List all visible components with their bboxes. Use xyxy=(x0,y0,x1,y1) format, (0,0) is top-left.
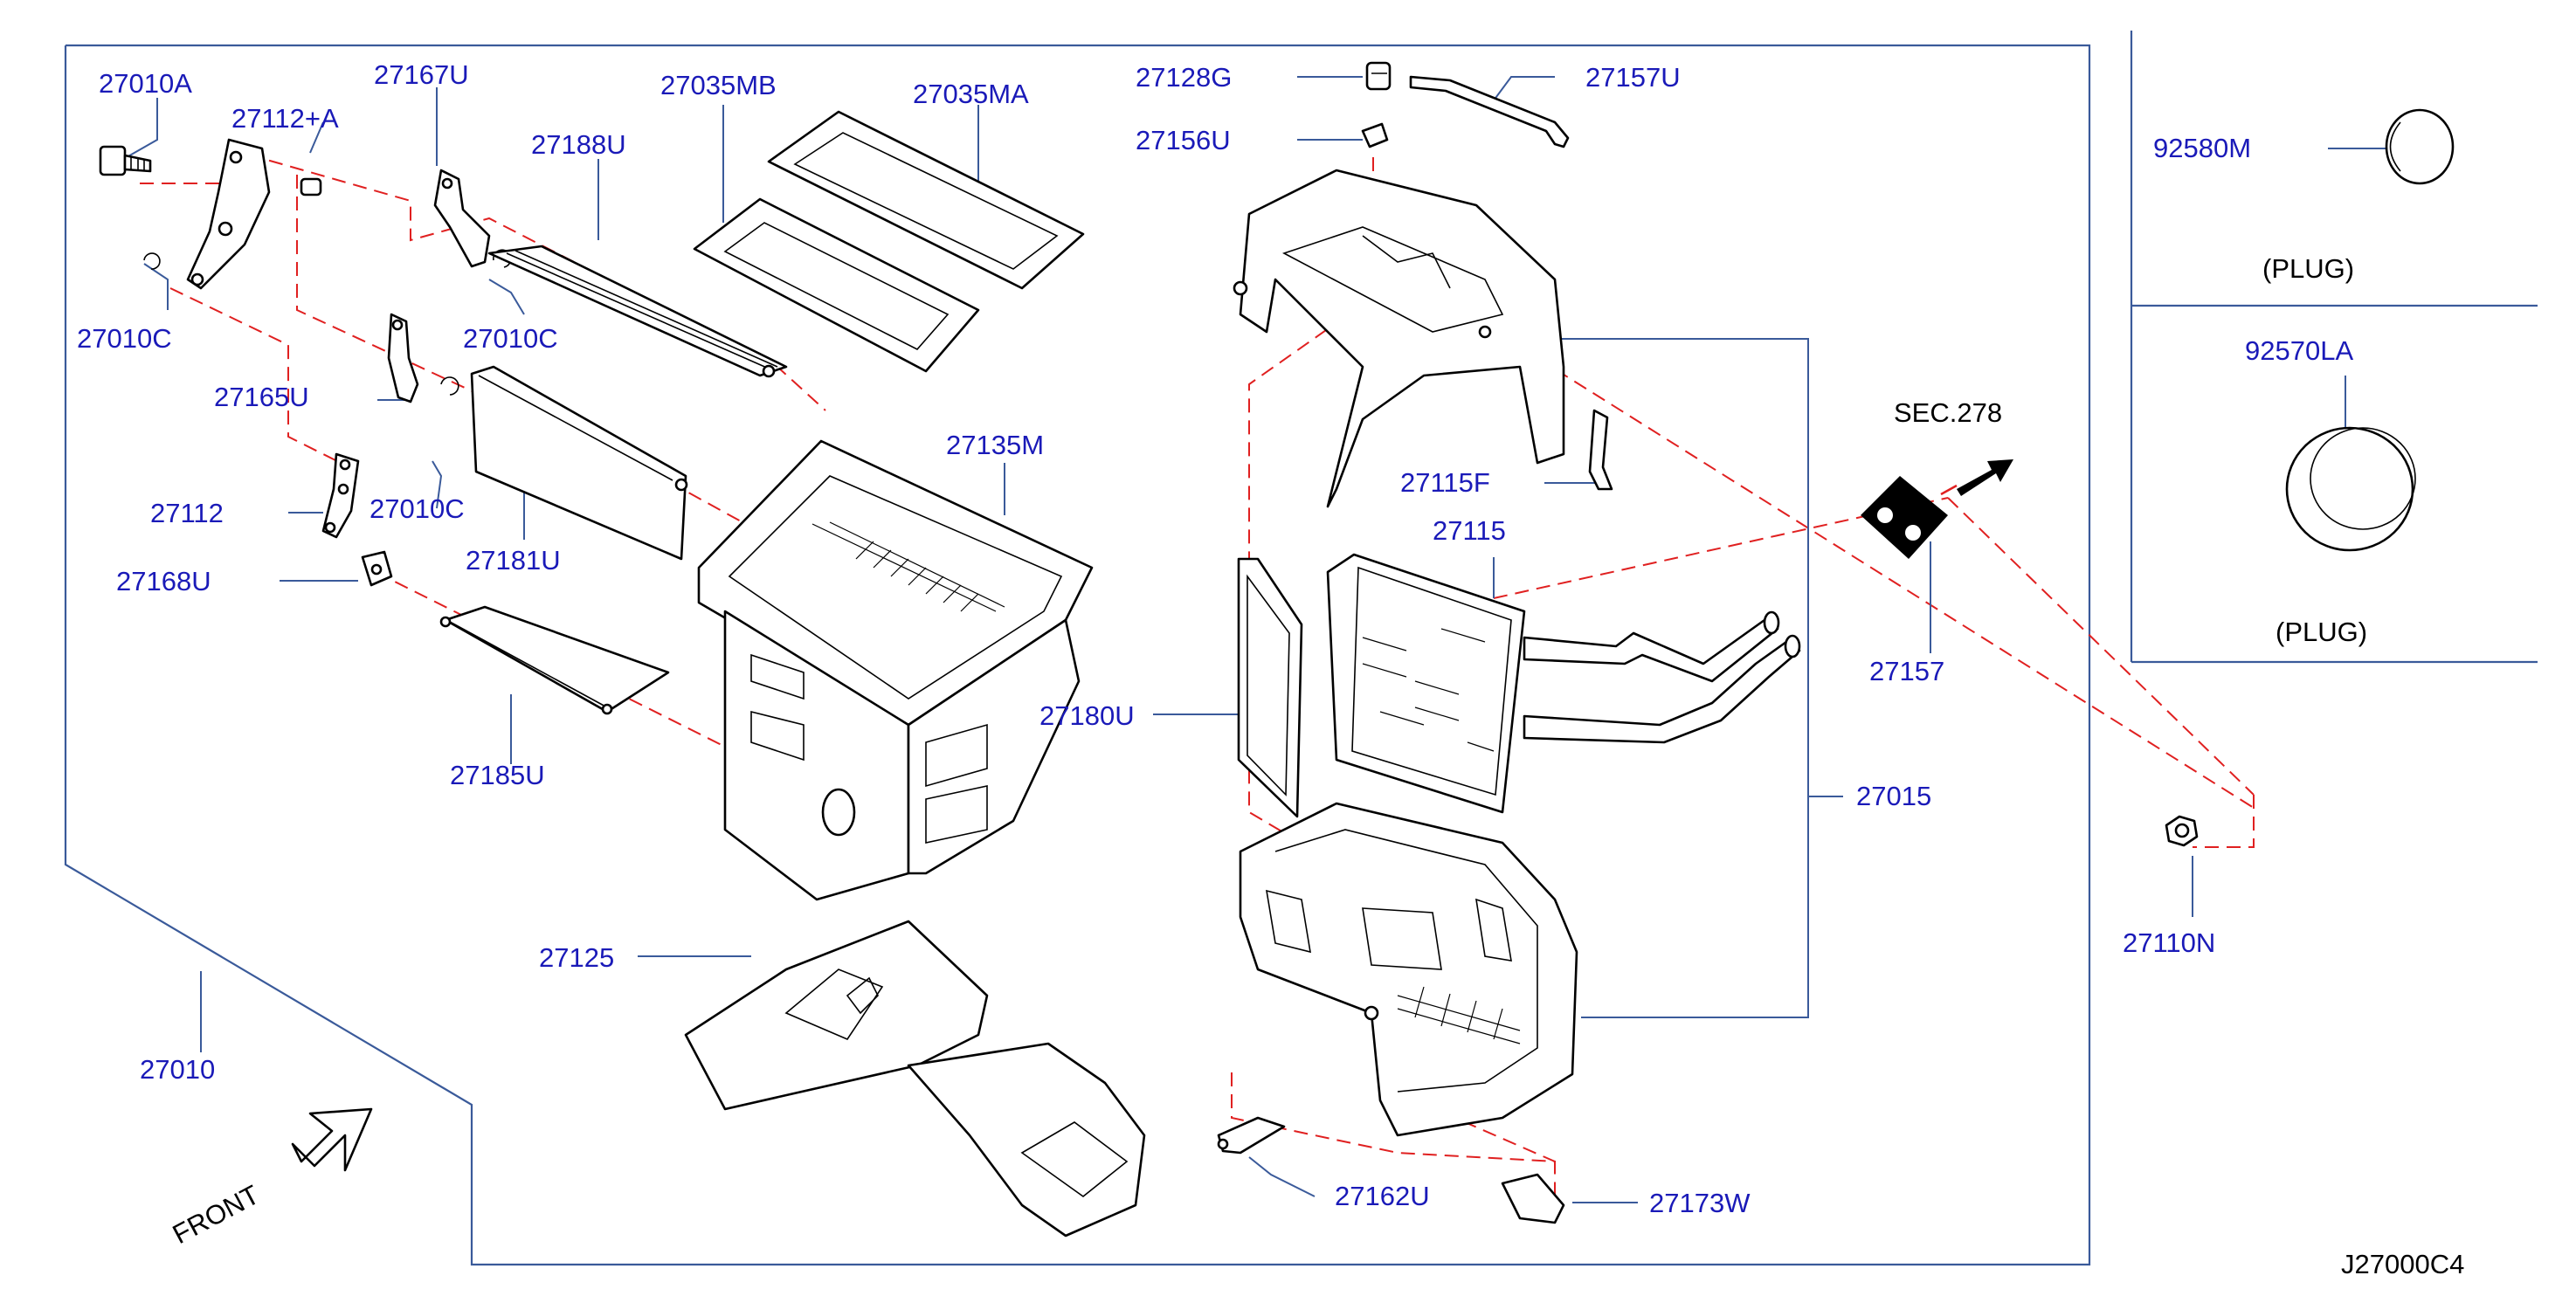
label-27157: 27157 xyxy=(1869,656,1944,686)
bracket-27167U xyxy=(433,169,491,268)
bracket-27112A xyxy=(186,138,322,290)
door-27185U xyxy=(439,605,670,715)
door-27188U xyxy=(487,245,788,378)
label-27010C-2: 27010C xyxy=(463,323,558,354)
label-27115: 27115 xyxy=(1433,515,1506,546)
screw-27010A xyxy=(99,145,152,176)
sensor-27128G xyxy=(1365,61,1392,91)
label-27156U: 27156U xyxy=(1136,125,1231,155)
filter-27035MA xyxy=(767,110,1085,290)
connector-27157U xyxy=(1409,75,1570,148)
label-27128G: 27128G xyxy=(1136,62,1232,93)
plug-label-1: (PLUG) xyxy=(2262,253,2354,284)
label-27112: 27112 xyxy=(150,498,224,528)
clip-27156U xyxy=(1361,122,1389,148)
clip-27162U xyxy=(1217,1116,1286,1155)
label-27035MB: 27035MB xyxy=(660,70,777,100)
label-27188U: 27188U xyxy=(531,129,626,160)
main-frame xyxy=(64,44,2091,1266)
clip-27115F xyxy=(1588,409,1613,491)
label-27168U: 27168U xyxy=(116,566,211,596)
label-27173W: 27173W xyxy=(1649,1188,1751,1218)
clip-27173W xyxy=(1501,1173,1565,1224)
heater-pipes xyxy=(1523,610,1801,744)
upper-case-27015 xyxy=(1233,169,1565,508)
label-27115F: 27115F xyxy=(1400,467,1490,498)
label-27010A: 27010A xyxy=(99,68,192,99)
intake-case-27135M xyxy=(697,439,1094,901)
label-27165U: 27165U xyxy=(214,382,309,412)
clip-27010C-1 xyxy=(143,252,161,270)
leader-lines xyxy=(126,76,2393,1203)
label-27157U: 27157U xyxy=(1585,62,1681,93)
bracket-27168U xyxy=(361,550,393,587)
plug-label-2: (PLUG) xyxy=(2276,617,2367,647)
gasket-27157 xyxy=(1861,476,1948,559)
plug-92570LA xyxy=(2285,426,2416,552)
label-27010: 27010 xyxy=(140,1054,215,1085)
label-27010C-1: 27010C xyxy=(77,323,172,354)
label-92570LA: 92570LA xyxy=(2245,335,2353,366)
heater-core-27115 xyxy=(1326,553,1526,814)
label-27110N: 27110N xyxy=(2123,927,2215,958)
front-arrow-icon xyxy=(291,1107,373,1172)
intake-grille xyxy=(811,521,1005,612)
sec-arrow-icon xyxy=(1940,459,2013,496)
label-27162U: 27162U xyxy=(1335,1181,1430,1211)
label-27181U: 27181U xyxy=(466,545,561,576)
label-27135M: 27135M xyxy=(946,430,1044,460)
blower-duct-27125 xyxy=(684,920,1146,1237)
bracket-27112 xyxy=(321,452,360,539)
label-27035MA: 27035MA xyxy=(913,79,1029,109)
label-27125: 27125 xyxy=(539,942,614,973)
bracket-27165U xyxy=(387,313,419,403)
label-27112A: 27112+A xyxy=(231,103,339,134)
filter-27035MB xyxy=(693,197,980,373)
filter-27180U xyxy=(1237,557,1303,818)
label-27015: 27015 xyxy=(1856,781,1931,811)
nut-27110N xyxy=(2165,815,2199,847)
label-27167U: 27167U xyxy=(374,59,469,90)
front-label: FRONT xyxy=(168,1179,265,1250)
label-27010C-3: 27010C xyxy=(369,493,465,524)
label-92580M: 92580M xyxy=(2153,133,2251,163)
part-labels: 27010A 27112+A 27167U 27035MB 27035MA 27… xyxy=(77,59,2464,1279)
clip-27010C-3 xyxy=(440,376,459,396)
label-27180U: 27180U xyxy=(1039,700,1135,731)
door-27181U xyxy=(470,365,688,561)
lower-case-27015 xyxy=(1239,802,1578,1137)
plug-92580M xyxy=(2385,108,2455,185)
sec-reference: SEC.278 xyxy=(1894,397,2002,428)
label-27185U: 27185U xyxy=(450,760,545,790)
diagram-code: J27000C4 xyxy=(2341,1249,2464,1279)
side-frame xyxy=(2130,31,2538,664)
